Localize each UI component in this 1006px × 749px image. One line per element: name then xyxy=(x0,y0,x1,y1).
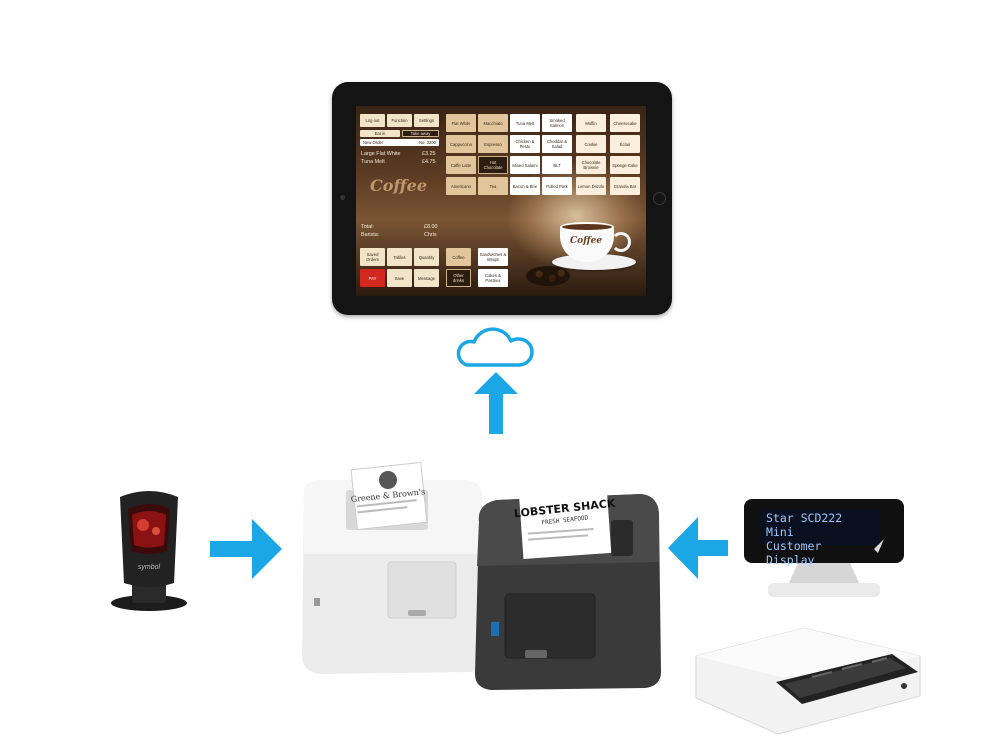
coffee-beans xyxy=(526,266,570,286)
tablet-home-button[interactable] xyxy=(653,192,666,205)
order-number: No. 3200 xyxy=(419,140,436,145)
tablet-camera xyxy=(340,195,345,200)
menu-item-button[interactable]: Cheesecake xyxy=(610,114,640,132)
menu-item-button[interactable]: Caffe Latte xyxy=(446,156,476,174)
eat-in-toggle[interactable]: Eat in xyxy=(360,130,400,137)
vfd-line-2: Customer Display xyxy=(766,539,822,567)
pos-screen: Log out Function Settings Eat in Take aw… xyxy=(356,106,646,296)
total-label: Total: xyxy=(361,224,374,230)
menu-item-button[interactable]: Flat White xyxy=(446,114,476,132)
log-out-button[interactable]: Log out xyxy=(360,114,385,127)
take-away-toggle[interactable]: Take away xyxy=(402,130,439,137)
order-item-name[interactable]: Large Flat White xyxy=(361,151,401,157)
menu-item-button[interactable]: Sponge Cake xyxy=(610,156,640,174)
function-tile-button[interactable]: Tables xyxy=(387,248,412,266)
menu-item-button[interactable]: Cappuccino xyxy=(446,135,476,153)
total-value: £8.00 xyxy=(424,224,438,230)
order-item-price: £3.25 xyxy=(422,151,436,157)
menu-item-button[interactable]: Americano xyxy=(446,177,476,195)
menu-item-button[interactable]: Tuna Melt xyxy=(510,114,540,132)
tablet: Log out Function Settings Eat in Take aw… xyxy=(332,82,672,315)
menu-item-button[interactable]: Cheddar & Salad xyxy=(542,135,572,153)
barista-label: Barista: xyxy=(361,232,380,238)
cash-drawer xyxy=(695,627,921,735)
menu-item-button[interactable]: Tea xyxy=(478,177,508,195)
vfd-line-1: Star SCD222 Mini xyxy=(766,511,843,539)
order-item-price: £4.75 xyxy=(422,159,436,165)
vfd-screen: Star SCD222 Mini Customer Display xyxy=(760,509,880,567)
menu-item-button[interactable]: Chicken & Pesto xyxy=(510,135,540,153)
menu-item-button[interactable]: Éclair xyxy=(610,135,640,153)
menu-item-button[interactable]: Macchiato xyxy=(478,114,508,132)
coffee-logo: Coffee xyxy=(370,176,427,195)
pay-button[interactable]: PAY xyxy=(360,269,385,287)
scanner-brand: symbol xyxy=(138,564,161,571)
function-tile-button[interactable]: Message xyxy=(414,269,439,287)
menu-item-button[interactable]: Bacon & Brie xyxy=(510,177,540,195)
arrow-up-icon xyxy=(474,372,518,434)
menu-item-button[interactable]: Smoked Salmon xyxy=(542,114,572,132)
function-tile-button[interactable]: Cakes & Pastries xyxy=(478,269,508,287)
function-tile-button[interactable]: Coffee xyxy=(446,248,471,266)
menu-item-button[interactable]: Granola Bar xyxy=(610,177,640,195)
menu-item-button[interactable]: Cookie xyxy=(576,135,606,153)
cup-handle xyxy=(611,232,631,252)
menu-item-button[interactable]: Muffin xyxy=(576,114,606,132)
order-header: New Order No. 3200 xyxy=(360,139,439,146)
function-tile-button[interactable]: Save xyxy=(387,269,412,287)
function-tile-button[interactable]: Quantity xyxy=(414,248,439,266)
menu-item-button[interactable]: Mixed Salami xyxy=(510,156,540,174)
barcode-scanner: symbol xyxy=(111,491,187,611)
settings-button[interactable]: Settings xyxy=(414,114,439,127)
function-tile-button[interactable]: Sandwiches & Wraps xyxy=(478,248,508,266)
function-tile-button[interactable]: Other drinks xyxy=(446,269,471,287)
arrow-left-icon xyxy=(668,517,728,579)
menu-item-button[interactable]: BLT xyxy=(542,156,572,174)
menu-item-button[interactable]: Chocolate Brownie xyxy=(576,156,606,174)
menu-item-button[interactable]: Lemon Drizzle xyxy=(576,177,606,195)
order-item-name[interactable]: Tuna Melt xyxy=(361,159,385,165)
function-button[interactable]: Function xyxy=(387,114,412,127)
cup-logo: Coffee xyxy=(570,236,603,246)
barista-value: Chris xyxy=(424,232,437,238)
cloud-icon xyxy=(456,327,534,367)
lobster-receipt-sub: FRESH SEAFOOD xyxy=(541,515,589,527)
black-receipt-printer: LOBSTER SHACK FRESH SEAFOOD xyxy=(475,485,661,690)
function-tile-button[interactable]: Saved Orders xyxy=(360,248,385,266)
arrow-right-icon xyxy=(210,519,282,579)
cup-top xyxy=(560,222,614,232)
menu-item-button[interactable]: Pulled Pork xyxy=(542,177,572,195)
menu-item-button[interactable]: Hot Chocolate xyxy=(478,156,508,174)
order-label: New Order xyxy=(363,140,384,145)
white-receipt-printer: Greene & Brown's xyxy=(302,462,486,674)
menu-item-button[interactable]: Espresso xyxy=(478,135,508,153)
